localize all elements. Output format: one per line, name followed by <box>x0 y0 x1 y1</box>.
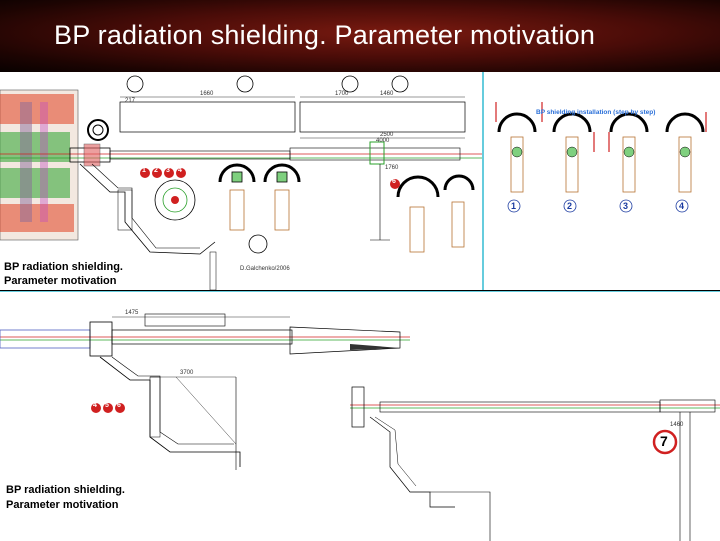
dim-label: 3700 <box>180 370 194 376</box>
beampipe-drawing-bottom <box>0 313 720 541</box>
dim-label: 1475 <box>125 310 139 316</box>
step-2: 2 <box>567 201 573 211</box>
dim-label: 1660 <box>200 91 214 97</box>
dim-label: 1460 <box>670 422 684 428</box>
step-1: 1 <box>511 201 517 211</box>
caption-line-2: Parameter motivation <box>6 499 119 511</box>
marker-2: 2 <box>154 167 158 174</box>
dim-label: 1760 <box>385 165 399 171</box>
marker-7: 7 <box>660 433 668 449</box>
marker-1: 1 <box>142 167 146 174</box>
dim-label: 1460 <box>380 91 394 97</box>
marker-4: 4 <box>93 402 97 409</box>
caption-line-2: Parameter motivation <box>4 275 117 287</box>
step-3: 3 <box>623 201 629 211</box>
installation-steps-drawing <box>495 102 707 213</box>
caption-line-1: BP radiation shielding. <box>4 261 123 273</box>
marker-3: 3 <box>166 167 170 174</box>
slide-header: BP radiation shielding. Parameter motiva… <box>0 0 720 72</box>
slide-title: BP radiation shielding. Parameter motiva… <box>54 20 596 50</box>
step-4: 4 <box>679 201 685 211</box>
marker-6: 6 <box>392 178 396 185</box>
marker-4: 4 <box>178 167 182 174</box>
caption-line-1: BP radiation shielding. <box>6 484 125 496</box>
drawing-panel-top-left: 1 2 3 4 6 1660 1460 217 1700 2500 4000 1… <box>0 72 483 290</box>
marker-6: 6 <box>117 402 121 409</box>
marker-5: 5 <box>105 402 109 409</box>
beampipe-drawing-top <box>0 75 482 290</box>
dim-label: 1700 <box>335 91 349 97</box>
dim-label: 4000 <box>376 138 390 144</box>
dim-label: 217 <box>125 98 136 104</box>
dim-label: 2500 <box>380 132 394 138</box>
drawing-panel-bottom: 4 5 6 7 1475 3700 1460 BP radiation shie… <box>0 291 720 541</box>
drawing-panel-top-right: BP shielding installation (step by step)… <box>483 72 720 290</box>
date-note: D.Galchenko/2006 <box>240 266 290 272</box>
installation-title: BP shielding installation (step by step) <box>536 109 656 116</box>
